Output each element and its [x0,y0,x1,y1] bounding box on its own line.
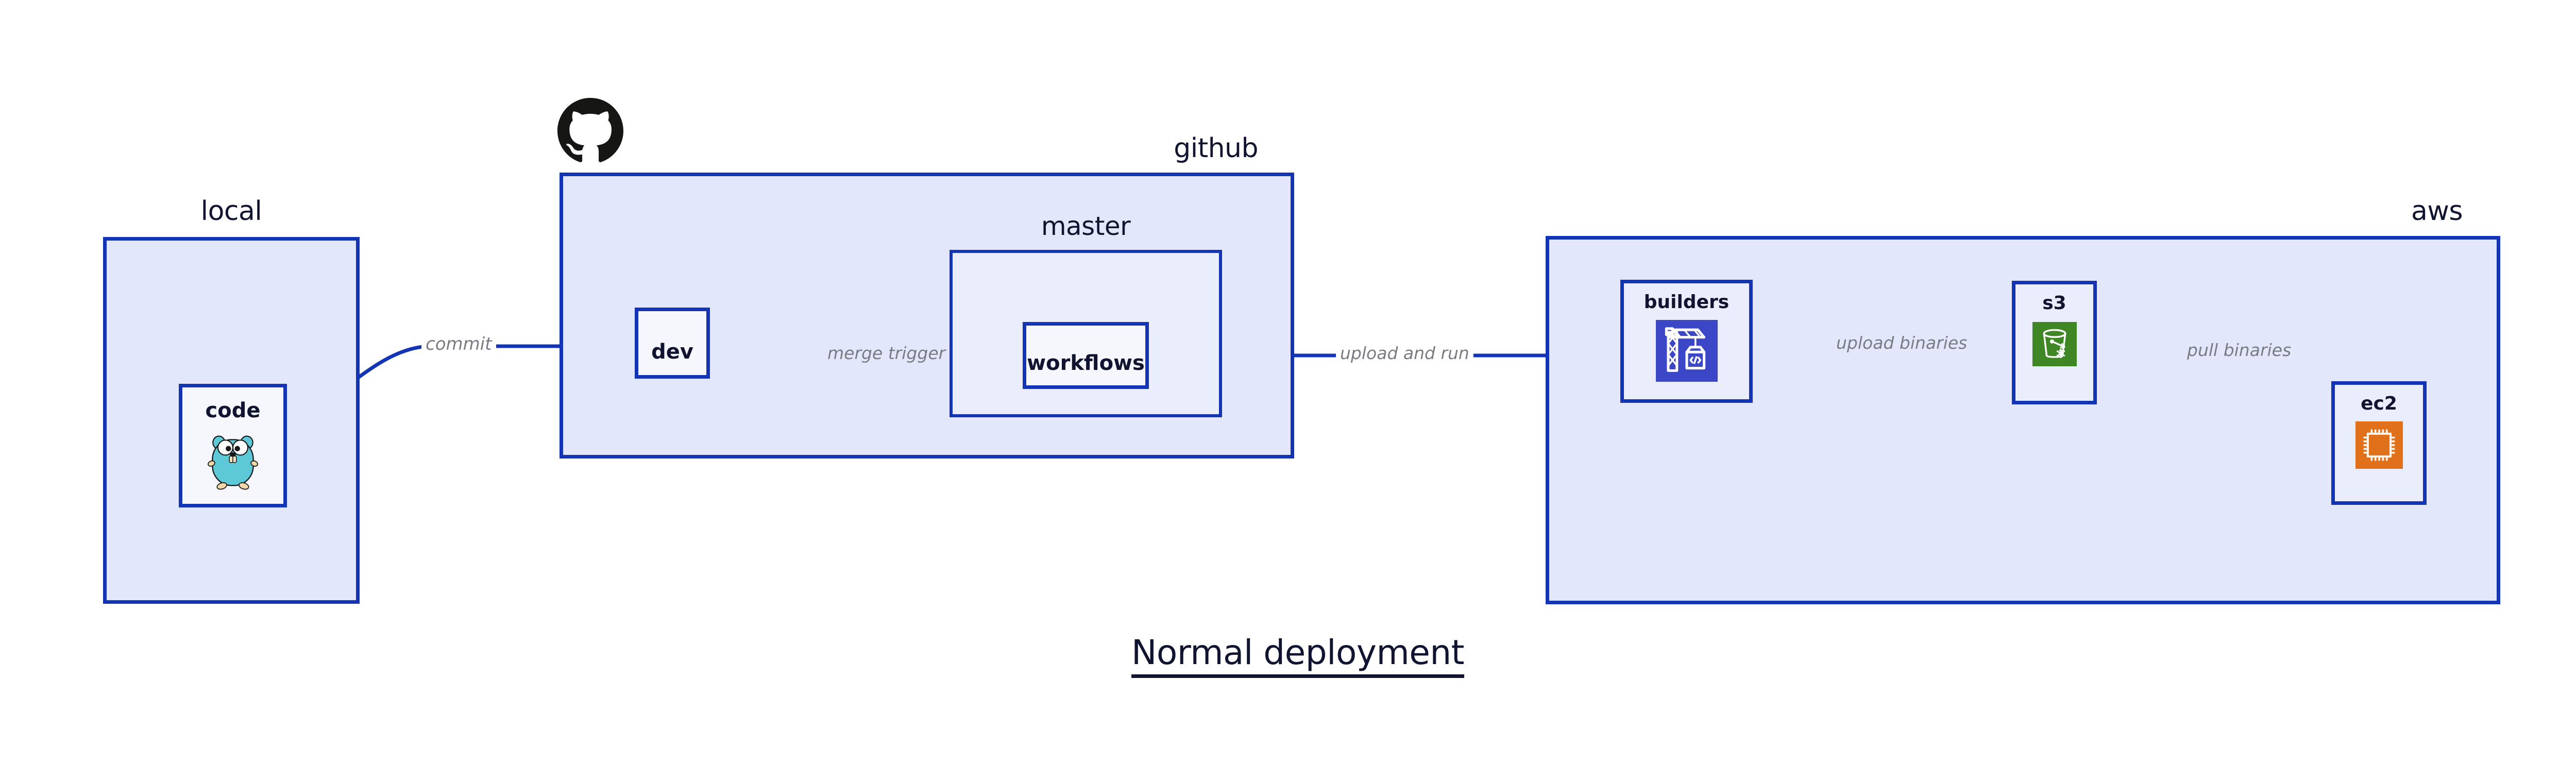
node-builders-label: builders [1643,292,1730,313]
edge-label-upload-binaries: upload binaries [1832,333,1972,353]
edge-label-commit: commit [421,334,496,354]
node-code[interactable]: code [179,384,287,507]
node-dev[interactable]: dev [635,308,710,379]
go-gopher-icon [207,435,259,490]
node-s3[interactable]: s3 [2012,281,2097,404]
edge-label-upload-and-run: upload and run [1336,343,1473,363]
aws-s3-icon [2032,322,2077,366]
node-workflows-label: workflows [1027,351,1145,375]
node-ec2[interactable]: ec2 [2331,381,2427,505]
aws-ec2-icon [2355,421,2403,469]
github-octocat-icon [557,98,623,162]
node-code-label: code [205,399,261,422]
node-dev-label: dev [651,340,693,364]
edge-label-pull-binaries: pull binaries [2183,340,2296,360]
node-s3-label: s3 [2042,293,2066,314]
group-label-aws: aws [2411,196,2463,227]
group-label-github: github [1174,133,1258,164]
group-label-local: local [200,196,262,227]
node-ec2-label: ec2 [2361,393,2397,414]
node-builders[interactable]: builders [1620,280,1753,403]
node-workflows[interactable]: workflows [1023,322,1149,389]
page-title: Normal deployment [1131,633,1465,678]
edge-label-merge-trigger: merge trigger [823,343,950,363]
group-label-master: master [1041,211,1131,241]
aws-codebuild-icon [1655,320,1718,382]
